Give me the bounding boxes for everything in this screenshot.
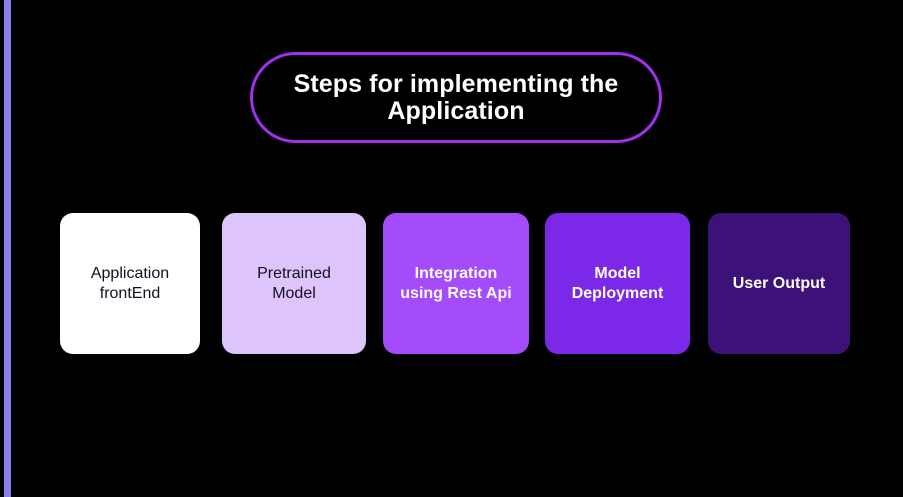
step-card-label: User Output	[732, 274, 826, 292]
step-card-integration-rest-api[interactable]: Integration using Rest Api	[383, 213, 529, 354]
left-accent-stripe	[4, 0, 11, 497]
step-card-label: Model Deployment	[571, 265, 664, 302]
step-card-model-deployment[interactable]: Model Deployment	[545, 213, 690, 354]
step-card-label: Integration using Rest Api	[400, 265, 512, 302]
step-card-label: Application frontEnd	[90, 265, 170, 302]
step-card-application-frontend[interactable]: Application frontEnd	[60, 213, 200, 354]
step-card-label: Pretrained Model	[257, 265, 331, 302]
process-step-row: Application frontEnd Pretrained Model In…	[60, 213, 850, 354]
step-card-user-output[interactable]: User Output	[708, 213, 850, 354]
page-title: Steps for implementing the Application	[293, 69, 619, 125]
title-banner: Steps for implementing the Application	[250, 52, 662, 143]
step-card-pretrained-model[interactable]: Pretrained Model	[222, 213, 366, 354]
